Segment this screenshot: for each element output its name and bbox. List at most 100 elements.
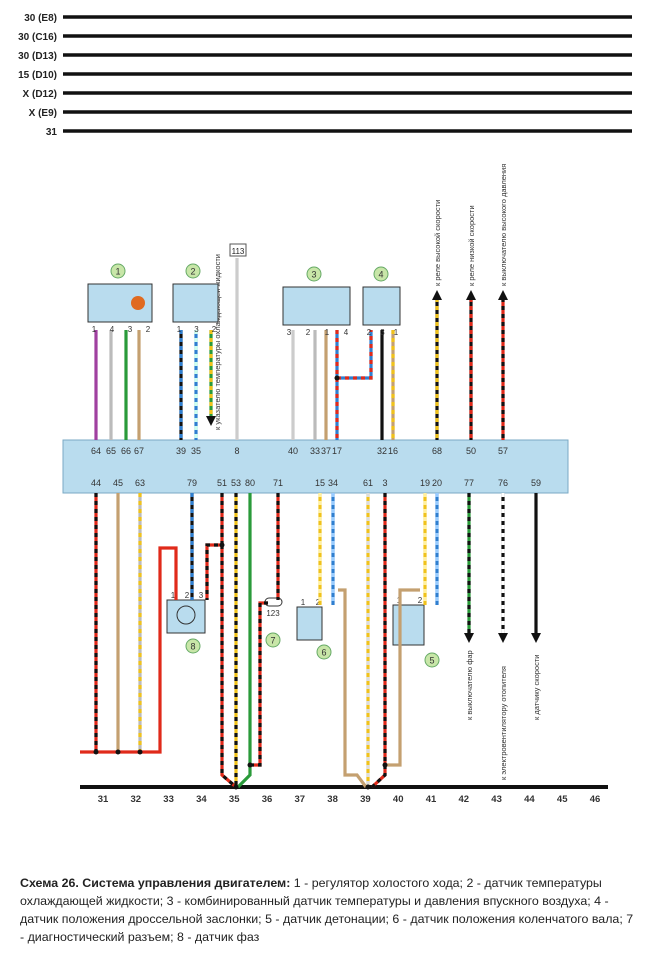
ecu-bottom-pin: 51	[217, 478, 227, 488]
ecu-top-pin: 37	[321, 446, 331, 456]
arrow-down-icon	[531, 633, 541, 643]
motor-icon	[131, 296, 145, 310]
component-box	[392, 604, 425, 646]
ecu-wire-80	[236, 493, 252, 789]
junction-dot	[115, 749, 121, 755]
shield-wire-5	[385, 588, 420, 767]
component-pin: 3	[199, 591, 204, 600]
diag-wire-1-stripe	[250, 601, 268, 767]
ref-box-label: 113	[232, 247, 245, 256]
ground-wire-35a-stripe	[220, 545, 238, 789]
component-pin: 1	[177, 325, 182, 334]
component-number: 8	[190, 642, 195, 652]
ecu-top-pin: 64	[91, 446, 101, 456]
ecu-wire-51-stripe	[205, 493, 224, 600]
component-number: 7	[270, 636, 275, 646]
ref-box	[229, 243, 247, 257]
ground-bus-number: 42	[459, 794, 470, 805]
component-7: 123 7	[264, 597, 283, 648]
ground-bus-number: 44	[524, 794, 535, 805]
ecu-bottom-pin: 19	[420, 478, 430, 488]
ecu-bottom-pin: 71	[273, 478, 283, 488]
caption-text: 1 - регулятор холостого хода; 2 - датчик…	[20, 876, 634, 944]
ecu-wire-8-1	[80, 546, 178, 754]
junction-dot	[365, 784, 371, 790]
arrow-down-icon	[206, 416, 216, 426]
caption: Схема 26. Система управления двигателем:…	[20, 874, 635, 946]
component-pin: 2	[146, 325, 151, 334]
ecu-bottom-pin: 79	[187, 478, 197, 488]
tps-supply-wire-stripe	[337, 330, 373, 380]
component-number: 3	[311, 270, 316, 280]
ecu-top-pin: 16	[388, 446, 398, 456]
component-pin: 2	[185, 591, 190, 600]
component-pin: 1	[301, 598, 306, 607]
ground-bus-number: 43	[491, 794, 502, 805]
ecu-top-pin: 57	[498, 446, 508, 456]
ecu-top-pin: 39	[176, 446, 186, 456]
component-box	[172, 283, 219, 323]
bus-label: 31	[46, 127, 58, 138]
ecu-top-pin: 40	[288, 446, 298, 456]
ecu-top-pin: 33	[310, 446, 320, 456]
component-number: 6	[321, 648, 326, 658]
junction-dot	[219, 542, 225, 548]
component-pin: 3	[287, 328, 292, 337]
component-box	[362, 286, 401, 326]
heater-fan-label: к электровентилятору отопителя	[499, 666, 508, 780]
ecu-bottom-pin: 44	[91, 478, 101, 488]
ecu-bottom-pin: 77	[464, 478, 474, 488]
ground-bus-number: 41	[426, 794, 437, 805]
component-number-circle	[265, 632, 281, 648]
ecu-bottom-pin: 63	[135, 478, 145, 488]
ecu-top-pin: 17	[332, 446, 342, 456]
arrow-up-icon	[498, 290, 508, 300]
tps-supply-wire	[337, 330, 373, 380]
component-number-circle	[110, 263, 126, 279]
ground-bus-number: 46	[590, 794, 601, 805]
bus-label: 30 (D13)	[18, 51, 57, 62]
component-pin: 2	[212, 325, 217, 334]
ecu-bottom-pin: 59	[531, 478, 541, 488]
ecu-top-pin: 50	[466, 446, 476, 456]
ecu-bottom-pin: 45	[113, 478, 123, 488]
ground-bus-number: 31	[98, 794, 109, 805]
arrow-down-icon	[464, 633, 474, 643]
ecu-top-pin: 66	[121, 446, 131, 456]
ecu-bottom-pin: 20	[432, 478, 442, 488]
ground-bus-number: 35	[229, 794, 240, 805]
component-box	[296, 606, 323, 641]
component-number: 4	[378, 270, 383, 280]
coolant-gauge-label: к указателю температуры охлаждающей жидк…	[213, 254, 222, 430]
ecu-connector-block	[62, 439, 569, 494]
ecu-bottom-pin: 53	[231, 478, 241, 488]
ecu-bottom-pin: 15	[315, 478, 325, 488]
junction-dot	[247, 762, 253, 768]
component-pin: 2	[418, 596, 423, 605]
arrow-up-icon	[466, 290, 476, 300]
component-number: 1	[115, 267, 120, 277]
headlight-switch-label: к выключателю фар	[465, 650, 474, 720]
high-pressure-switch-label: к выключателю высокого давления	[499, 164, 508, 286]
hall-sensor-icon	[176, 605, 196, 625]
junction-dot	[93, 749, 99, 755]
ground-bus-number: 39	[360, 794, 371, 805]
ecu-top-pin: 68	[432, 446, 442, 456]
component-pin: 4	[110, 325, 115, 334]
component-pin: 3	[380, 328, 385, 337]
ecu-bottom-pin: 34	[328, 478, 338, 488]
component-pin: 2	[316, 598, 321, 607]
component-pin: 1	[171, 591, 176, 600]
component-pin: 3	[128, 325, 133, 334]
component-pin: 2	[367, 328, 372, 337]
junction-dot	[137, 749, 143, 755]
junction-dot	[382, 762, 388, 768]
component-pin: 123	[266, 609, 280, 618]
junction-dot	[334, 375, 340, 381]
bus-label: X (E9)	[29, 108, 57, 119]
